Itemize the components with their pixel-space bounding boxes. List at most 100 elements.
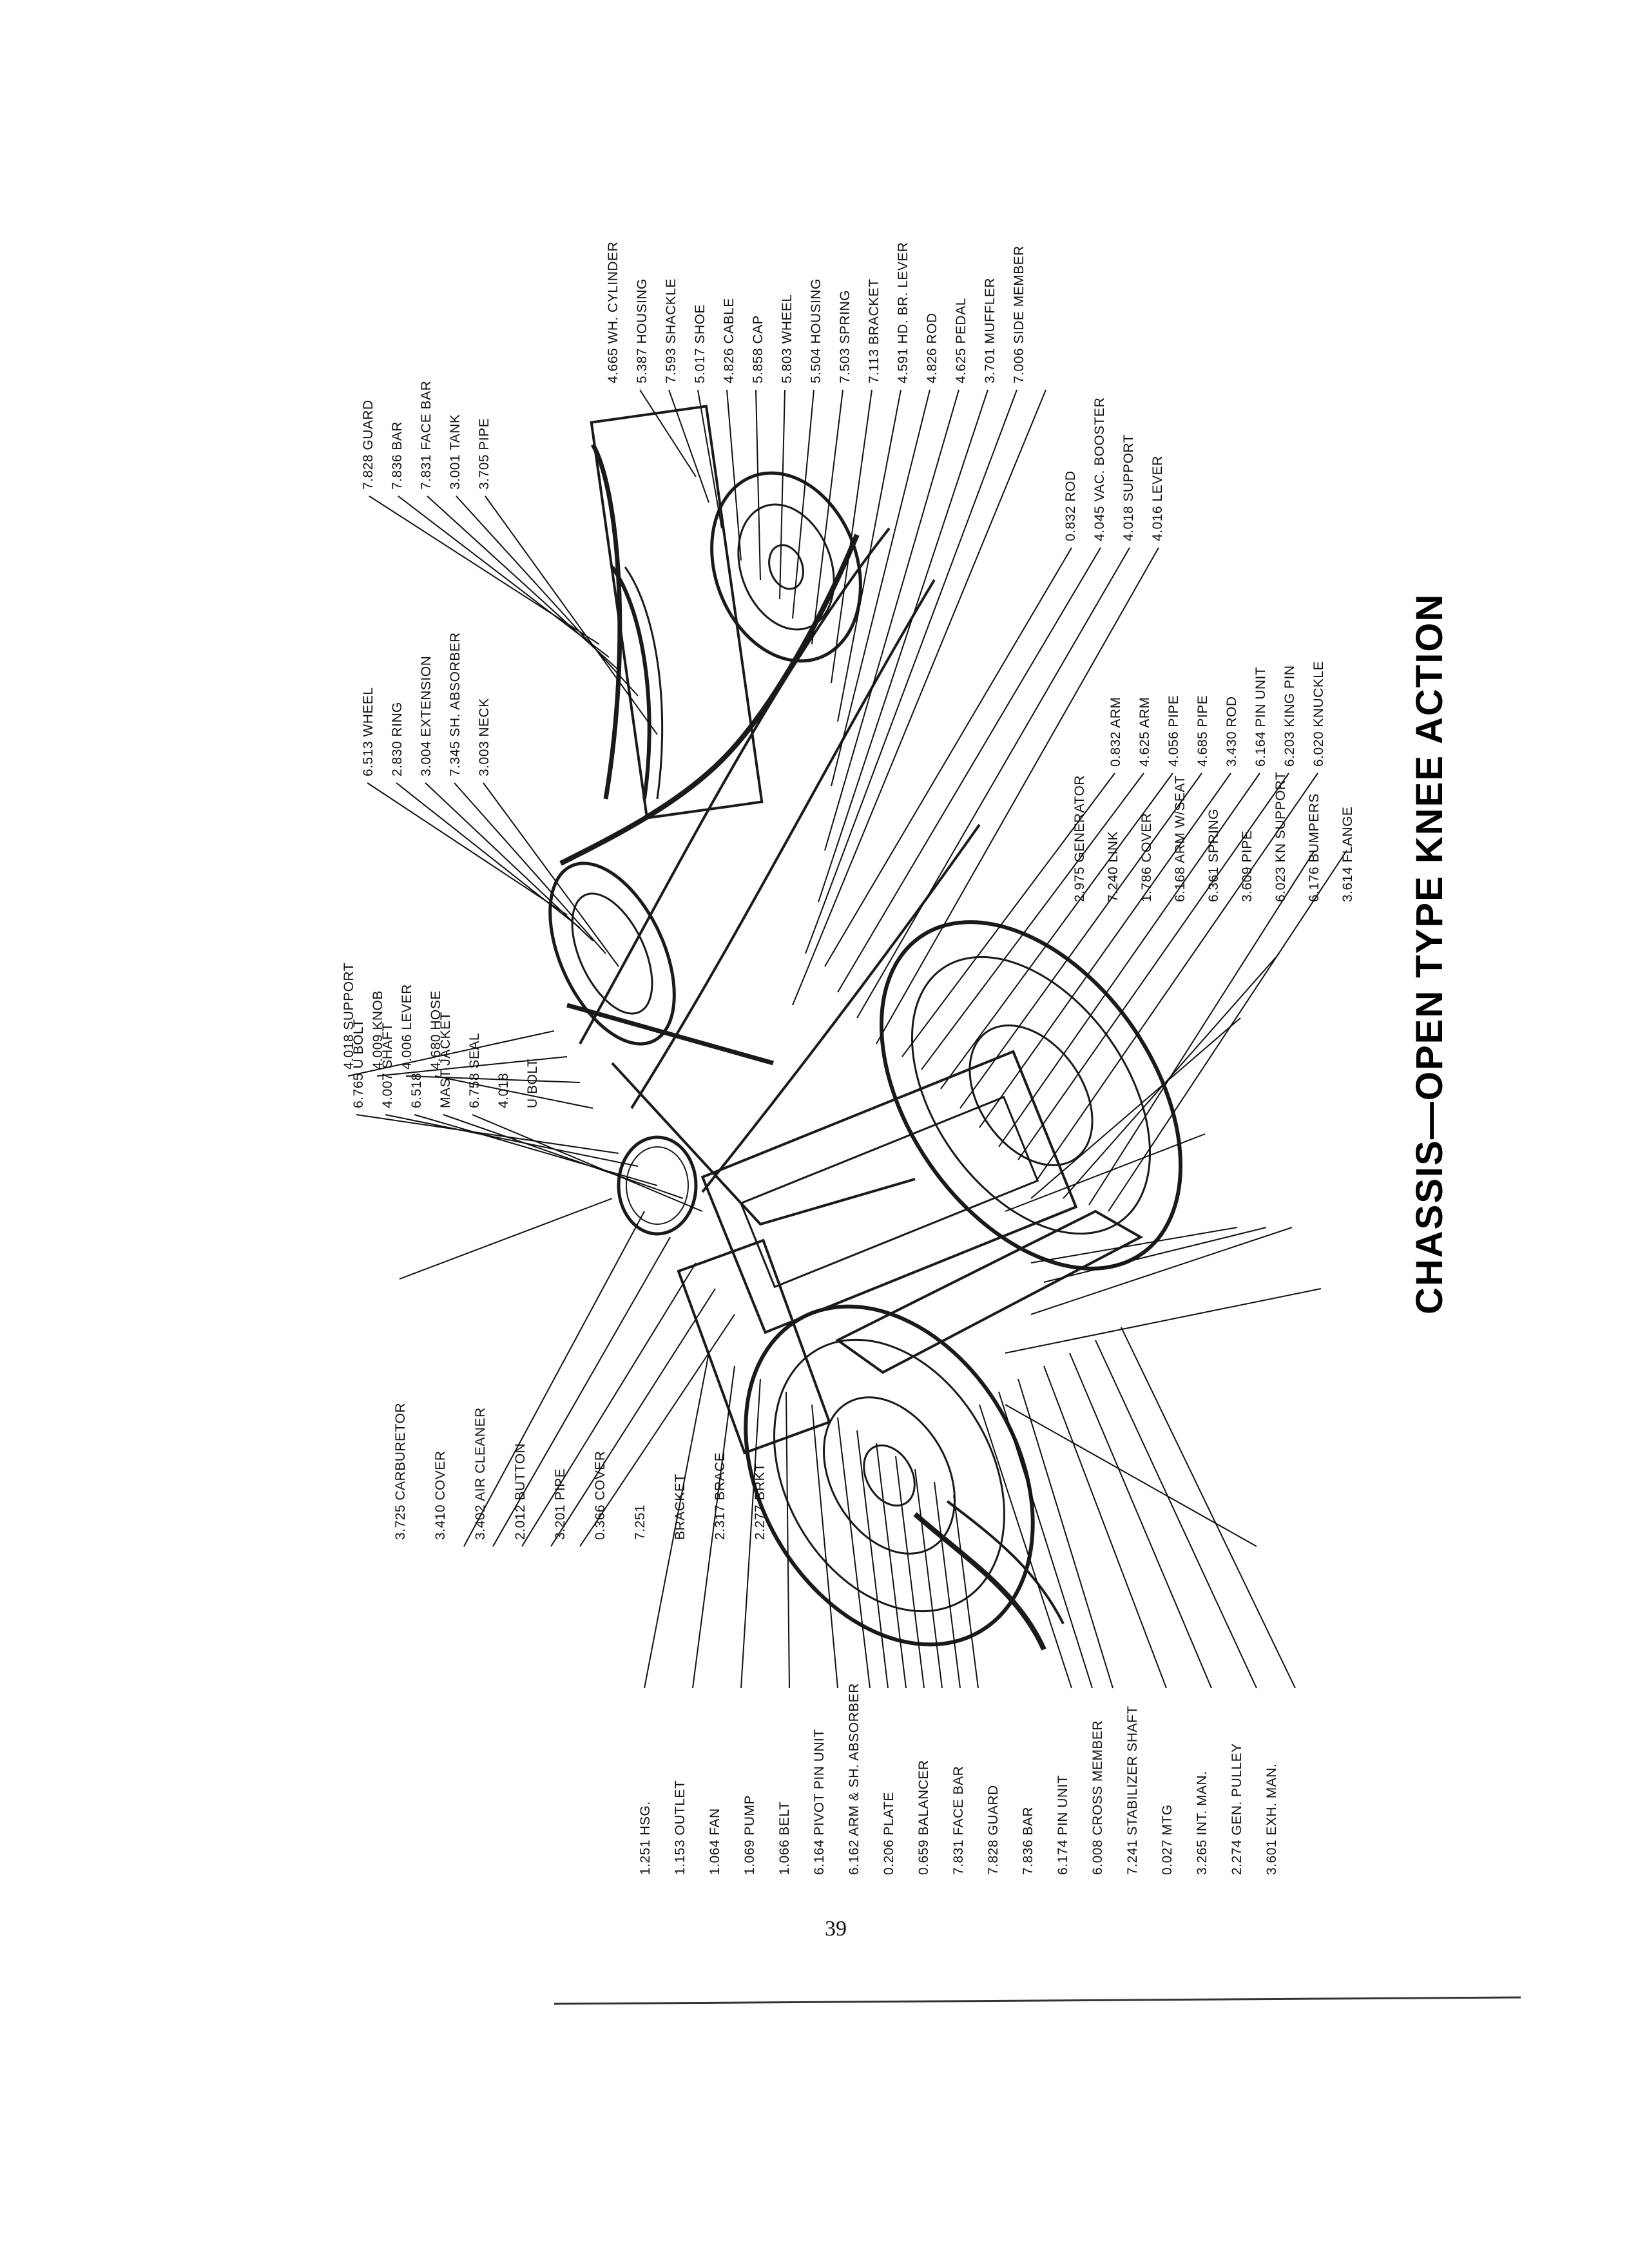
part-label: 5.803 WHEEL bbox=[780, 294, 795, 383]
front-wheel-left bbox=[744, 1304, 1035, 1647]
part-label: BRACKET bbox=[673, 1474, 688, 1540]
part-label: 4.007 SHAFT bbox=[380, 1023, 395, 1108]
part-label: 7.240 LINK bbox=[1106, 831, 1121, 902]
part-label: 1.153 OUTLET bbox=[673, 1780, 688, 1875]
part-label: 2.317 BRACE bbox=[713, 1452, 728, 1540]
part-label: 6.758 SEAL bbox=[467, 1032, 482, 1108]
part-label: 6.164 PIN UNIT bbox=[1253, 666, 1268, 767]
part-label: 1.786 COVER bbox=[1139, 812, 1154, 902]
part-label: 4.826 ROD bbox=[925, 312, 940, 383]
part-label: 6.361 SPRING bbox=[1206, 809, 1221, 902]
part-label: 7.831 FACE BAR bbox=[419, 380, 434, 490]
part-label: 6.168 ARM W/SEAT bbox=[1173, 775, 1188, 902]
part-label: 5.504 HOUSING bbox=[809, 278, 824, 383]
part-label: 7.251 bbox=[633, 1504, 648, 1540]
part-label: MAST JACKET bbox=[438, 1012, 453, 1108]
frame-side-rail bbox=[630, 579, 936, 1110]
part-label: 4.591 HD. BR. LEVER bbox=[896, 242, 911, 383]
part-label: 3.725 CARBURETOR bbox=[393, 1402, 408, 1540]
part-label: 3.001 TANK bbox=[448, 414, 463, 490]
part-label: 6.162 ARM & SH. ABSORBER bbox=[847, 1683, 862, 1875]
part-label: 1.069 PUMP bbox=[742, 1794, 757, 1875]
part-label: 6.176 BUMPERS bbox=[1307, 793, 1322, 902]
part-label: 3.265 INT. MAN. bbox=[1195, 1771, 1210, 1875]
part-label: 1.064 FAN bbox=[708, 1808, 722, 1875]
part-label: 4.045 VAC. BOOSTER bbox=[1092, 397, 1107, 541]
part-label: 7.241 STABILIZER SHAFT bbox=[1125, 1706, 1140, 1875]
page-number: 39 bbox=[825, 1917, 847, 1941]
part-label: 3.201 PIPE bbox=[553, 1468, 568, 1540]
part-label: 3.609 PIPE bbox=[1240, 830, 1255, 902]
part-label: 7.828 GUARD bbox=[361, 399, 376, 490]
part-label: 7.113 BRACKET bbox=[867, 278, 882, 383]
part-label: 6.765 U BOLT bbox=[351, 1019, 366, 1108]
part-label: 2.277 BRKT bbox=[753, 1463, 767, 1540]
part-label: 5.017 SHOE bbox=[693, 304, 708, 383]
part-label: 6.020 KNUCKLE bbox=[1311, 660, 1326, 767]
part-label: 6.203 KING PIN bbox=[1282, 665, 1297, 767]
part-label: 4.018 bbox=[496, 1072, 511, 1108]
chassis-illustration bbox=[548, 405, 1183, 1651]
part-label: 3.004 EXTENSION bbox=[419, 655, 434, 776]
page-rule bbox=[554, 1996, 1521, 2005]
diagram-title: CHASSIS—OPEN TYPE KNEE ACTION bbox=[1409, 593, 1451, 1314]
part-label: 4.685 PIPE bbox=[1195, 695, 1210, 767]
part-label: 0.366 COVER bbox=[593, 1450, 608, 1540]
part-label: 4.006 LEVER bbox=[400, 984, 414, 1070]
part-label: 6.023 KN SUPPORT bbox=[1273, 771, 1288, 902]
part-label: 4.625 ARM bbox=[1137, 697, 1152, 767]
front-bumper bbox=[913, 1512, 1046, 1651]
part-label: 0.027 MTG bbox=[1160, 1804, 1175, 1875]
front-bumper bbox=[946, 1500, 1065, 1624]
front-wheel-right bbox=[879, 920, 1183, 1271]
part-label: 7.836 BAR bbox=[390, 421, 405, 490]
part-label: 7.836 BAR bbox=[1021, 1806, 1036, 1875]
part-label: 7.503 SPRING bbox=[838, 290, 853, 383]
part-label: 6.008 CROSS MEMBER bbox=[1090, 1720, 1105, 1875]
part-label: 4.056 PIPE bbox=[1166, 695, 1181, 767]
part-label: 5.858 CAP bbox=[751, 314, 766, 383]
part-label: 6.513 WHEEL bbox=[361, 687, 376, 776]
part-label: 5.387 HOUSING bbox=[635, 278, 650, 383]
part-label: 2.274 GEN. PULLEY bbox=[1229, 1743, 1244, 1875]
part-label: 4.826 CABLE bbox=[722, 298, 737, 383]
part-label: 0.832 ROD bbox=[1063, 470, 1078, 541]
part-label: 3.705 PIPE bbox=[477, 418, 492, 490]
part-label: 4.625 PEDAL bbox=[954, 298, 969, 383]
part-label: 6.174 PIN UNIT bbox=[1055, 1774, 1070, 1875]
part-label: 4.665 WH. CYLINDER bbox=[606, 241, 621, 383]
frame-cross-member bbox=[611, 1062, 916, 1226]
spare-wheel bbox=[548, 861, 676, 1046]
rear-bumper bbox=[590, 443, 622, 800]
part-label: 2.830 RING bbox=[390, 702, 405, 776]
engine-head bbox=[739, 1095, 1039, 1289]
air-cleaner bbox=[626, 1146, 689, 1225]
part-label: U BOLT bbox=[525, 1058, 540, 1108]
part-label: 2.975 GENERATOR bbox=[1072, 775, 1087, 902]
part-label: 3.003 NECK bbox=[477, 698, 492, 776]
part-label: 3.410 COVER bbox=[433, 1450, 448, 1540]
part-label: 0.832 ARM bbox=[1108, 697, 1123, 767]
leader-lines bbox=[347, 389, 1347, 1689]
part-label: 1.066 BELT bbox=[777, 1801, 792, 1875]
part-label: 2.012 BUTTON bbox=[513, 1443, 528, 1540]
rear-spring bbox=[624, 566, 664, 800]
part-label: 3.701 MUFFLER bbox=[983, 277, 998, 383]
part-label: 4.018 SUPPORT bbox=[1121, 434, 1136, 541]
part-label: 7.593 SHACKLE bbox=[664, 278, 679, 383]
part-label: 1.251 HSG. bbox=[638, 1801, 653, 1875]
steering-column bbox=[566, 1003, 774, 1066]
part-label: 6.164 PIVOT PIN UNIT bbox=[812, 1729, 827, 1875]
part-label: 7.006 SIDE MEMBER bbox=[1012, 245, 1027, 383]
engine-block bbox=[700, 1050, 1078, 1334]
front-cross-member bbox=[835, 1209, 1144, 1374]
part-label: 7.831 FACE BAR bbox=[951, 1765, 966, 1875]
part-label: 0.659 BALANCER bbox=[916, 1760, 931, 1875]
air-cleaner bbox=[617, 1135, 698, 1236]
part-label: 3.430 ROD bbox=[1224, 696, 1239, 767]
part-label: 3.601 EXH. MAN. bbox=[1264, 1763, 1279, 1875]
part-label: 3.614 FLANGE bbox=[1340, 806, 1355, 902]
